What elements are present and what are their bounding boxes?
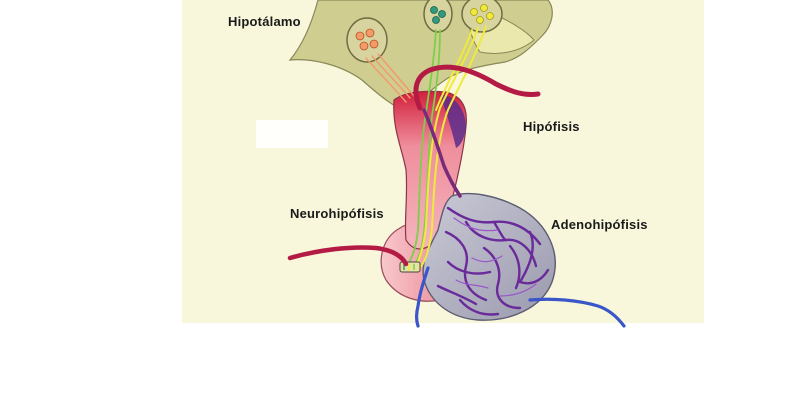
adenohypophysis-body — [422, 193, 556, 321]
vein-left — [414, 266, 430, 328]
nucleus-orange-cluster — [346, 17, 388, 63]
stalk-portal-region — [440, 94, 466, 148]
portal-vessel — [422, 108, 462, 198]
capillary-network-fine — [453, 217, 537, 297]
vein-right — [528, 297, 626, 328]
inferior-artery — [287, 245, 409, 267]
label-adenohypophysis: Adenohipófisis — [551, 217, 648, 232]
nucleus-green-cluster — [423, 0, 453, 33]
nucleus-yellow-cluster — [461, 0, 503, 33]
label-neurohypophysis: Neurohipófisis — [290, 206, 384, 221]
axon-terminals — [399, 261, 421, 273]
blank-label-box — [256, 120, 328, 148]
capillary-network — [436, 206, 550, 316]
label-pituitary: Hipófisis — [523, 119, 580, 134]
nerve-fibers-orange — [365, 53, 415, 103]
label-hypothalamus: Hipotálamo — [228, 14, 301, 29]
superior-artery — [413, 64, 541, 111]
